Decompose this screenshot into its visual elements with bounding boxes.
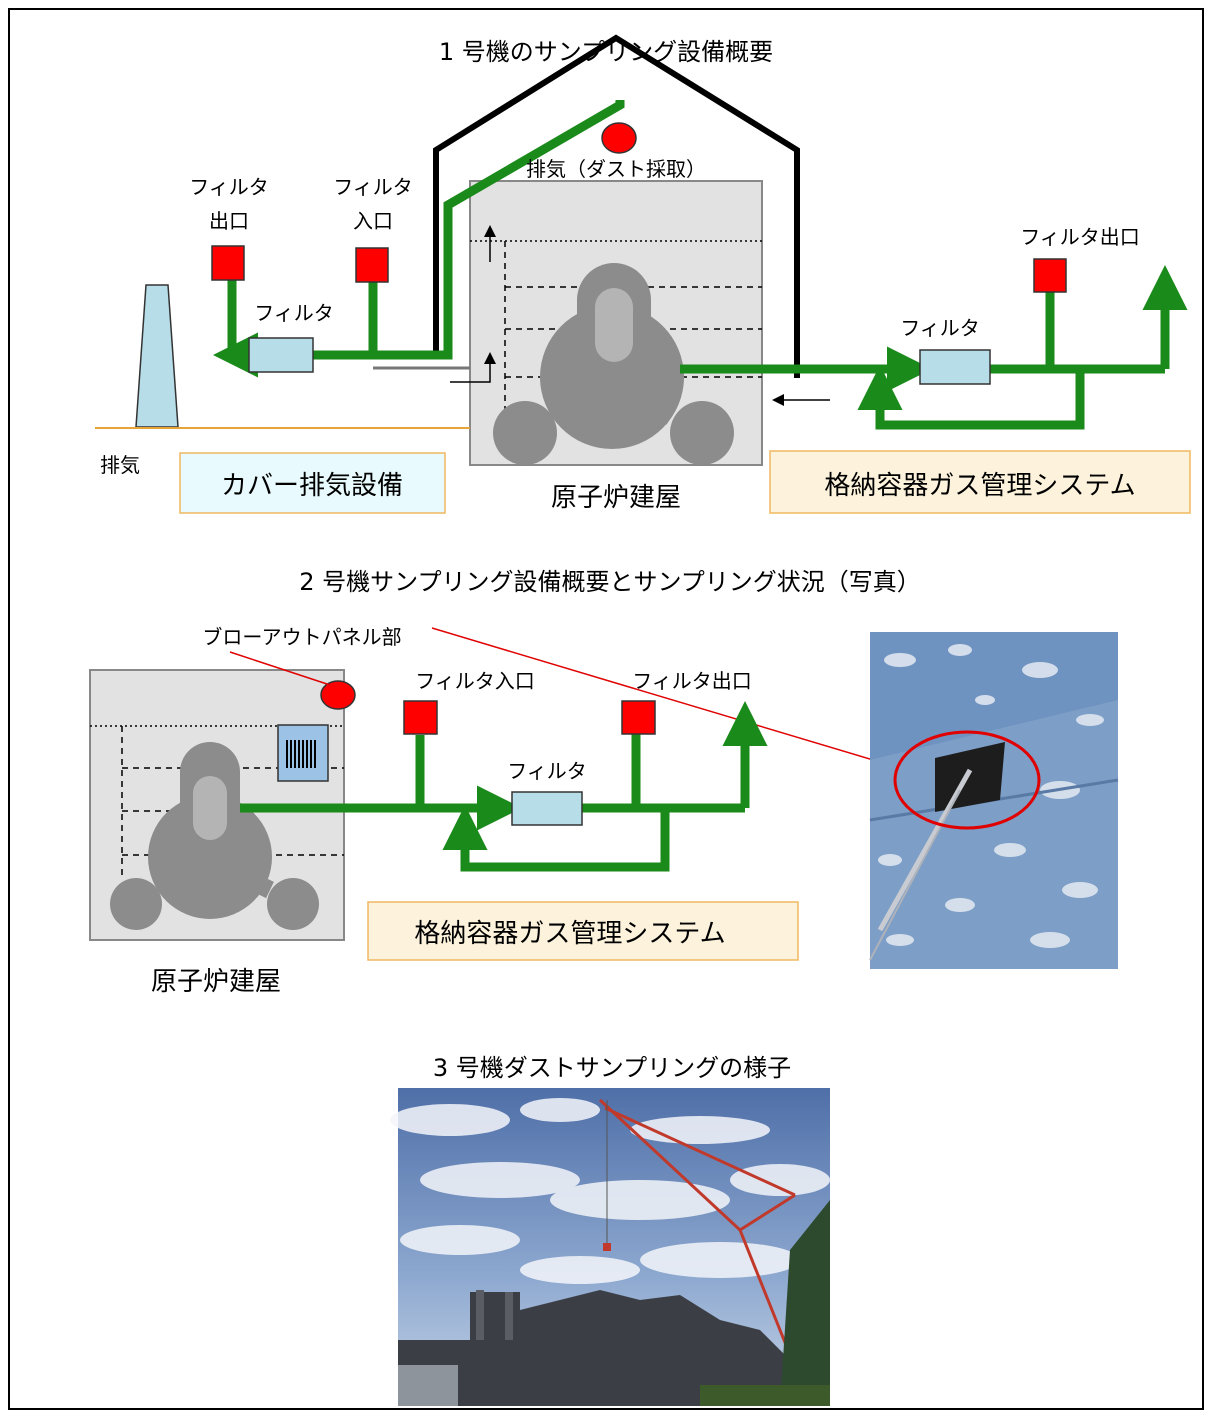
filter-inlet-left-line2: 入口 — [353, 209, 393, 233]
pcv-gas-system-box-2 — [367, 901, 799, 961]
pipe-cover-exhaust — [213, 100, 625, 378]
airflow-arrows-1 — [450, 225, 830, 406]
callout-lines — [229, 627, 921, 775]
unit3-title: 3 号機ダストサンプリングの様子 — [433, 1054, 791, 1082]
sample-point-filter-outlet-2 — [621, 700, 656, 735]
blowout-panel-stripes — [286, 740, 316, 768]
filter-left-1 — [248, 337, 314, 373]
filter-inlet-label-2: フィルタ入口 — [415, 669, 535, 693]
filter-right-label-1: フィルタ — [900, 316, 980, 340]
unit3-photo — [390, 1088, 830, 1406]
building-floors-1 — [470, 240, 762, 410]
reactor-silhouette-1 — [493, 263, 734, 465]
cover-system-box — [179, 452, 446, 514]
blowout-panel-label: ブローアウトパネル部 — [202, 625, 401, 649]
sample-point-exhaust-dust — [601, 122, 637, 154]
filter-outlet-right-label-1: フィルタ出口 — [1020, 225, 1140, 249]
filter-outlet-left-line2: 出口 — [209, 209, 249, 233]
reactor-building-label-2: 原子炉建屋 — [151, 967, 281, 997]
sample-point-filter-inlet-2 — [403, 700, 438, 735]
filter-left-label: フィルタ — [254, 301, 334, 325]
page-frame — [8, 8, 1204, 1410]
cover-system-label: カバー排気設備 — [221, 471, 403, 501]
filter-outlet-label-2: フィルタ出口 — [632, 669, 752, 693]
filter-outlet-left-line1: フィルタ — [189, 175, 269, 199]
unit2-title: 2 号機サンプリング設備概要とサンプリング状況（写真） — [299, 568, 920, 596]
pipe-pcv-2 — [240, 701, 768, 872]
sample-point-filter-outlet-left — [211, 245, 245, 281]
cover-roof-outline — [433, 34, 800, 378]
filter-inlet-left-line1: フィルタ — [333, 175, 413, 199]
pcv-gas-system-label-2: 格納容器ガス管理システム — [414, 919, 725, 949]
pcv-gas-system-box-1 — [769, 450, 1191, 514]
sample-point-blowout-panel — [320, 680, 356, 710]
pipe-pcv-1 — [680, 265, 1188, 430]
exhaust-stack — [135, 284, 179, 428]
exhaust-dust-label: 排気（ダスト採取） — [526, 157, 706, 181]
filter-2 — [511, 791, 583, 826]
reactor-silhouette-2 — [110, 742, 319, 930]
sample-point-filter-outlet-right-1 — [1033, 258, 1067, 293]
unit2-photo — [869, 632, 1119, 969]
pcv-gas-system-label-1: 格納容器ガス管理システム — [824, 471, 1135, 501]
exhaust-label: 排気 — [100, 453, 140, 477]
sample-point-filter-inlet-left — [355, 247, 389, 283]
reactor-building-label-1: 原子炉建屋 — [551, 483, 681, 513]
filter-right-1 — [919, 349, 991, 385]
filter-label-2: フィルタ — [507, 759, 587, 783]
